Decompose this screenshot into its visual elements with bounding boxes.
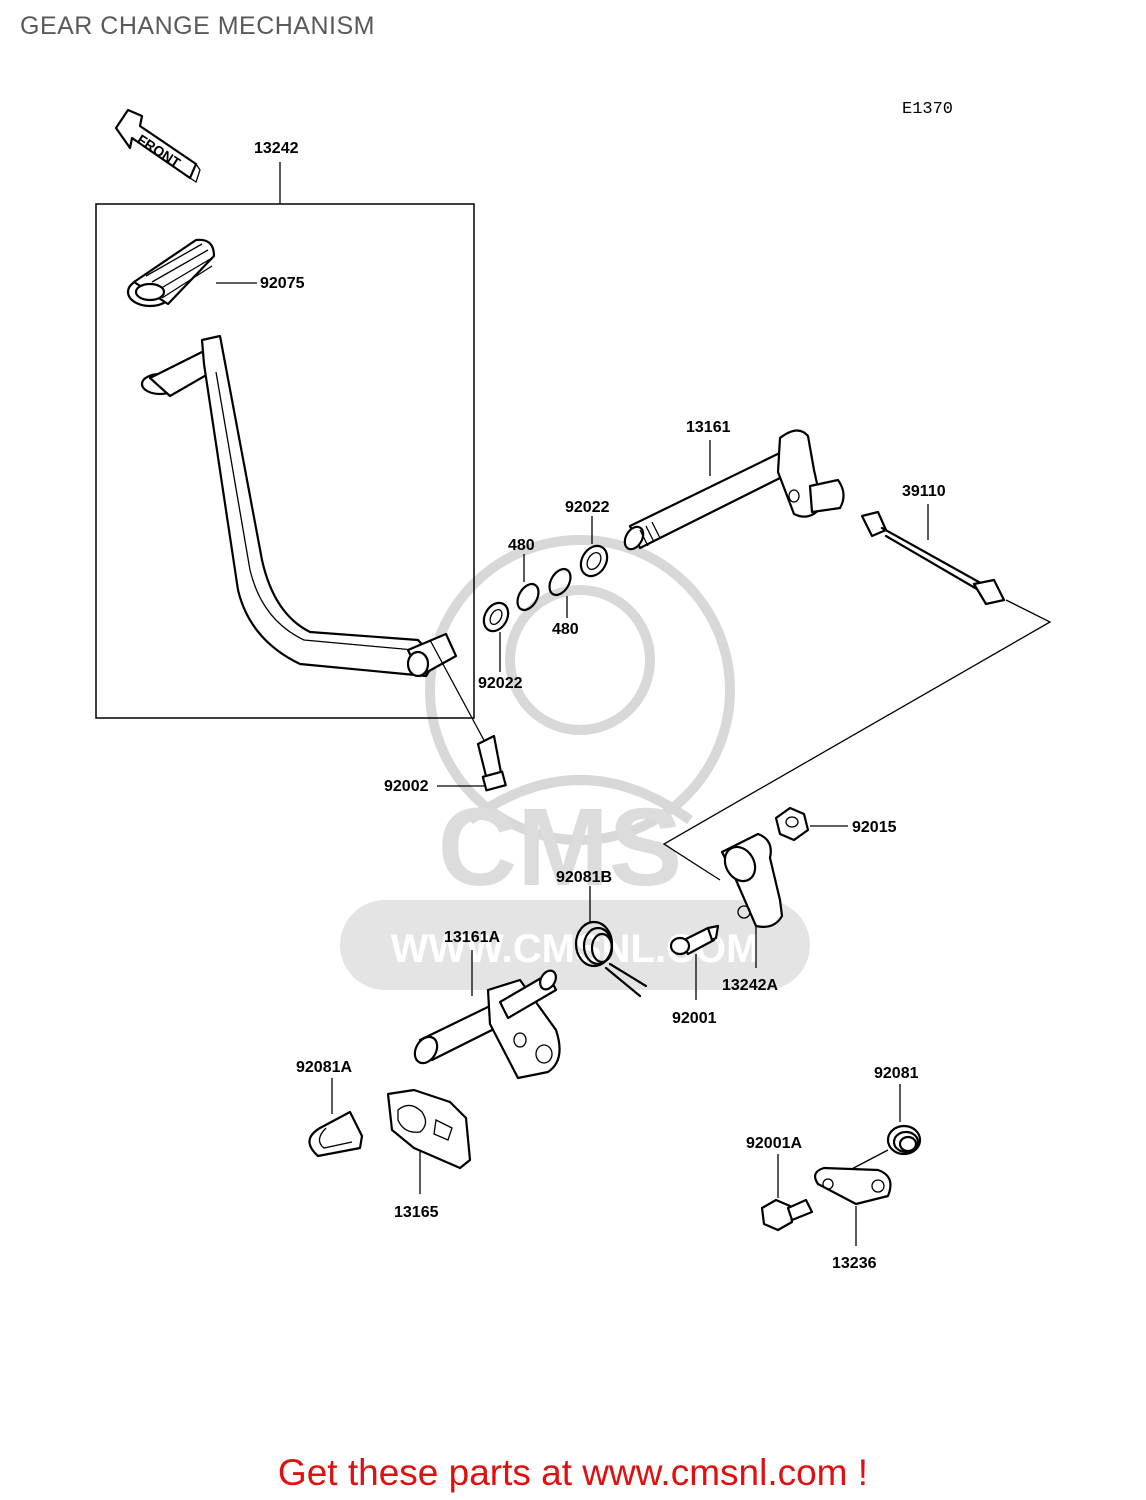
bolt-92001A xyxy=(760,1198,814,1232)
pedal-assembly-box xyxy=(95,203,475,719)
diagram-code: E1370 xyxy=(902,100,953,119)
front-arrow-icon: FRONT xyxy=(114,108,201,184)
label-39110: 39110 xyxy=(902,483,946,500)
watermark-logo: CMS WWW.CMSNL.COM xyxy=(340,535,810,990)
page-title: GEAR CHANGE MECHANISM xyxy=(20,12,375,40)
label-13165: 13165 xyxy=(394,1204,439,1221)
label-92081: 92081 xyxy=(874,1065,919,1082)
shift-arm-13242A xyxy=(720,832,784,928)
pedal-bolt xyxy=(476,734,507,792)
washer-92022-lower xyxy=(482,601,510,633)
pin-92001 xyxy=(669,924,720,956)
label-92015: 92015 xyxy=(852,819,897,836)
label-92022-lower: 92022 xyxy=(478,675,523,692)
label-480-upper: 480 xyxy=(508,537,535,554)
clip-92081A xyxy=(308,1110,364,1158)
label-13242A: 13242A xyxy=(722,977,778,994)
label-92081B: 92081B xyxy=(556,869,612,886)
label-92002: 92002 xyxy=(384,778,429,795)
label-92001: 92001 xyxy=(672,1010,717,1027)
nut-92015 xyxy=(774,806,810,842)
promo-link[interactable]: Get these parts at www.cmsnl.com ! xyxy=(277,1452,869,1493)
label-92075: 92075 xyxy=(260,275,305,292)
lever-13236 xyxy=(814,1166,892,1206)
circlip-480-lower xyxy=(548,567,572,597)
label-13161: 13161 xyxy=(686,419,731,436)
shift-shaft-13161A xyxy=(413,969,561,1080)
tie-rod xyxy=(860,510,1006,606)
label-13236: 13236 xyxy=(832,1255,877,1272)
label-13242: 13242 xyxy=(254,140,299,157)
washer-92022-upper xyxy=(579,544,609,578)
label-92022-upper: 92022 xyxy=(565,499,610,516)
watermark-logo-text: CMS xyxy=(438,786,682,909)
label-13161A: 13161A xyxy=(444,929,500,946)
pedal-rubber xyxy=(126,238,216,308)
label-92081A: 92081A xyxy=(296,1059,352,1076)
shift-pedal-lever xyxy=(140,334,458,678)
circlip-480-upper xyxy=(516,582,540,612)
plate-13165 xyxy=(386,1088,472,1170)
assembly-leader-line xyxy=(662,599,1052,881)
shift-shaft xyxy=(623,429,845,551)
label-92001A: 92001A xyxy=(746,1135,802,1152)
spring-92081B xyxy=(574,920,648,998)
spring-92081 xyxy=(845,1124,922,1173)
label-480-lower: 480 xyxy=(552,621,579,638)
